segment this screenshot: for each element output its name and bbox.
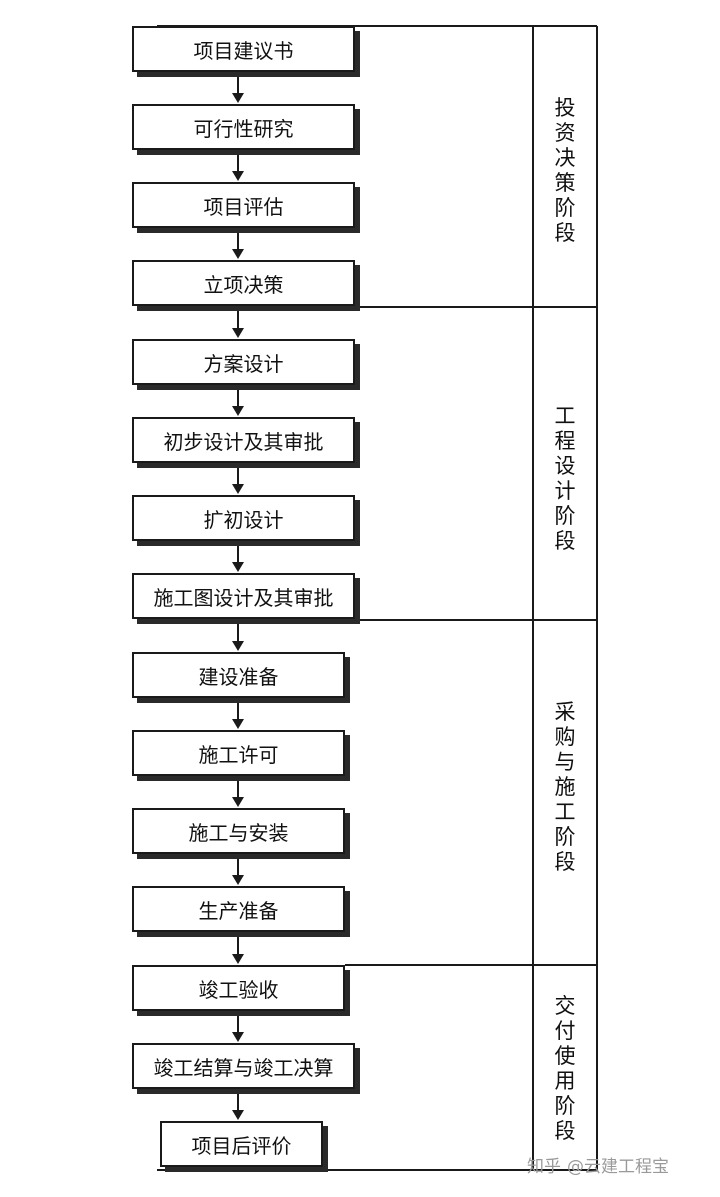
step-label-13: 竣工验收 (198, 977, 279, 1002)
step-box-11: 施工与安装 (132, 808, 345, 854)
step-box-10: 施工许可 (132, 730, 345, 776)
watermark: 知乎 @云建工程宝 (527, 1152, 669, 1177)
step-label-1: 项目建议书 (193, 38, 294, 63)
step-label-6: 初步设计及其审批 (163, 429, 324, 454)
step-label-2: 可行性研究 (193, 116, 294, 141)
arrow-head-2 (232, 171, 244, 181)
step-box-2: 可行性研究 (132, 104, 355, 150)
step-box-15: 项目后评价 (160, 1121, 323, 1167)
phase-label-delivery: 交付使用阶段 (554, 994, 576, 1143)
step-label-14: 竣工结算与竣工决算 (153, 1055, 334, 1080)
step-box-12: 生产准备 (132, 886, 345, 932)
arrow-head-14 (232, 1110, 244, 1120)
arrow-head-1 (232, 93, 244, 103)
step-label-7: 扩初设计 (203, 507, 284, 532)
step-label-15: 项目后评价 (191, 1133, 292, 1158)
step-box-13: 竣工验收 (132, 965, 345, 1011)
step-box-6: 初步设计及其审批 (132, 417, 355, 463)
arrow-head-5 (232, 406, 244, 416)
phase-label-design: 工程设计阶段 (554, 404, 576, 553)
step-box-4: 立项决策 (132, 260, 355, 306)
step-box-14: 竣工结算与竣工决算 (132, 1043, 355, 1089)
step-label-4: 立项决策 (203, 272, 284, 297)
arrow-head-10 (232, 797, 244, 807)
step-label-12: 生产准备 (198, 898, 279, 923)
step-box-1: 项目建议书 (132, 26, 355, 72)
step-label-8: 施工图设计及其审批 (153, 585, 334, 610)
step-box-9: 建设准备 (132, 652, 345, 698)
arrow-head-11 (232, 875, 244, 885)
step-label-11: 施工与安装 (188, 820, 289, 845)
watermark-site: 知乎 (527, 1157, 561, 1177)
step-box-7: 扩初设计 (132, 495, 355, 541)
step-label-5: 方案设计 (203, 351, 284, 376)
step-label-10: 施工许可 (198, 742, 279, 767)
arrow-head-8 (232, 641, 244, 651)
arrow-head-12 (232, 954, 244, 964)
step-box-3: 项目评估 (132, 182, 355, 228)
arrow-head-3 (232, 249, 244, 259)
step-label-9: 建设准备 (198, 664, 279, 689)
step-label-3: 项目评估 (203, 194, 284, 219)
step-box-8: 施工图设计及其审批 (132, 573, 355, 619)
flow-arrows (232, 74, 244, 1120)
arrow-head-13 (232, 1032, 244, 1042)
arrow-head-6 (232, 484, 244, 494)
phase-label-investment: 投资决策阶段 (554, 96, 576, 245)
watermark-author: @云建工程宝 (567, 1157, 669, 1177)
arrow-head-9 (232, 719, 244, 729)
step-box-5: 方案设计 (132, 339, 355, 385)
arrow-head-4 (232, 328, 244, 338)
arrow-head-7 (232, 562, 244, 572)
phase-label-procurement: 采购与施工阶段 (554, 700, 576, 874)
